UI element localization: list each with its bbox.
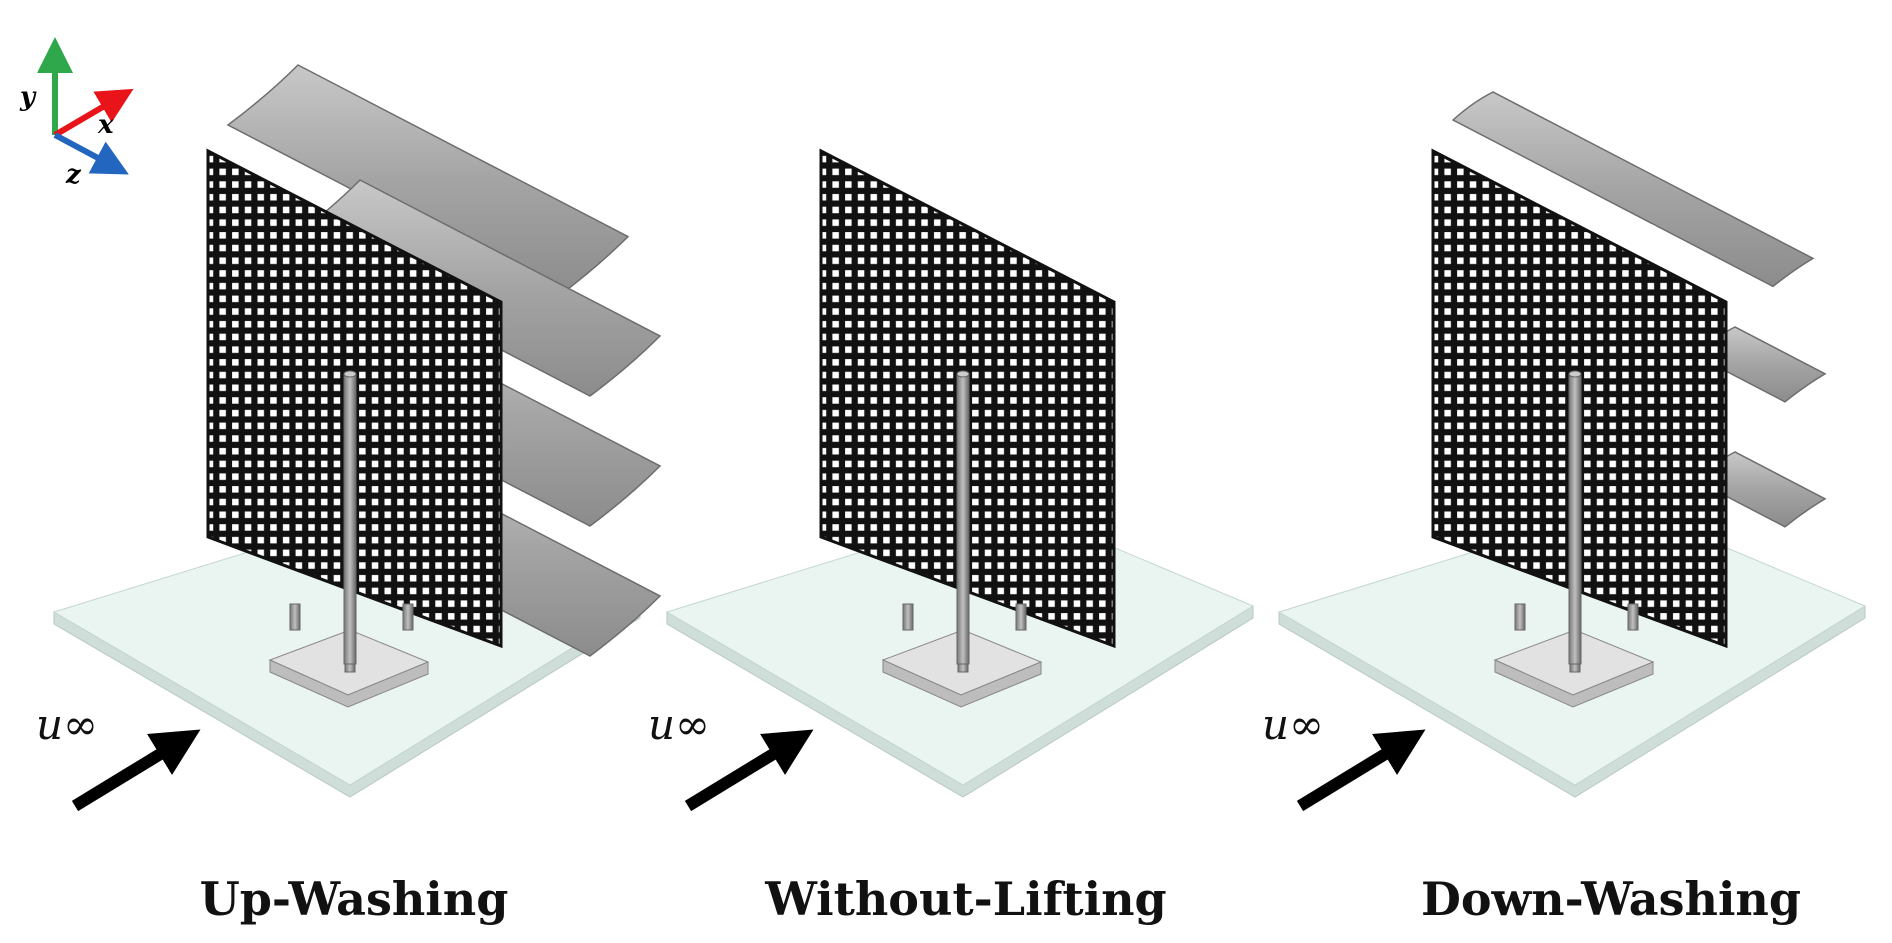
axis-label-x: x	[98, 110, 114, 140]
axis-label-y: y	[20, 82, 36, 112]
flow-velocity-label-2: u∞	[648, 700, 711, 749]
panel-label-without-lifting: Without-Lifting	[765, 872, 1167, 926]
pole-top	[956, 370, 970, 378]
pole-top	[1568, 370, 1582, 378]
flow-velocity-label-1: u∞	[36, 700, 99, 749]
axis-label-z: z	[66, 160, 81, 190]
flow-arrow-icon	[684, 729, 814, 812]
panel-none	[665, 148, 1255, 812]
bolt-1	[1627, 603, 1639, 631]
support-pole	[343, 373, 357, 665]
panel-up	[52, 64, 662, 812]
flow-arrow-icon	[71, 729, 201, 812]
mount-plate-edge	[882, 659, 1042, 708]
mount-plate-edge	[1494, 659, 1654, 708]
bolt-0	[289, 603, 301, 631]
bolt-0	[902, 603, 914, 631]
bolt-0	[1514, 603, 1526, 631]
panel-down	[1277, 91, 1867, 812]
axis-triad-icon	[37, 37, 134, 175]
bolt-1	[1015, 603, 1027, 631]
bolt-1	[402, 603, 414, 631]
flow-velocity-label-3: u∞	[1262, 700, 1325, 749]
support-pole	[1568, 373, 1582, 665]
support-pole	[956, 373, 970, 665]
flow-arrow-icon	[1296, 729, 1426, 812]
lifting-vane-1	[1451, 91, 1815, 288]
mount-plate-edge	[269, 659, 429, 708]
pole-top	[343, 370, 357, 378]
lifting-vane-1	[226, 64, 630, 298]
panel-label-down-washing: Down-Washing	[1420, 872, 1802, 926]
panel-label-up-washing: Up-Washing	[199, 872, 509, 926]
